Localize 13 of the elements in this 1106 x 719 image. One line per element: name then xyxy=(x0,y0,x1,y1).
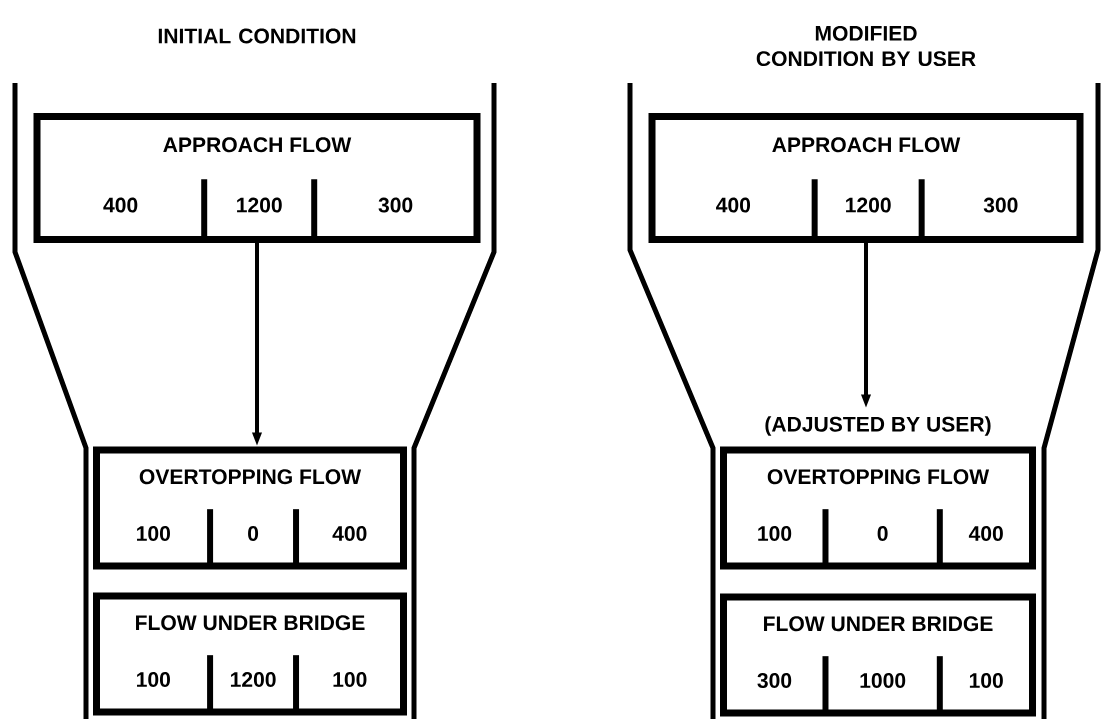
node-label: 400 xyxy=(968,526,1003,541)
flow-box: APPROACH FLOW 400 1200 300 xyxy=(33,113,481,243)
flow-box: APPROACH FLOW 400 1200 300 xyxy=(648,113,1084,243)
panel-heading: INITIAL CONDITION xyxy=(158,28,356,44)
panel-heading: MODIFIED CONDITION BY USER xyxy=(756,25,976,67)
flow-box: OVERTOPPING FLOW 100 0 400 xyxy=(720,446,1036,570)
node-label: OVERTOPPING FLOW xyxy=(767,469,990,485)
flow-box: FLOW UNDER BRIDGE 300 1000 100 xyxy=(720,593,1036,717)
node-label: 0 xyxy=(877,526,888,541)
node-label: 100 xyxy=(758,526,792,541)
flow-box: OVERTOPPING FLOW 100 0 400 xyxy=(93,446,407,570)
box-heading: (ADJUSTED BY USER) xyxy=(765,416,991,436)
flow-box: FLOW UNDER BRIDGE 100 1200 100 xyxy=(93,592,407,716)
